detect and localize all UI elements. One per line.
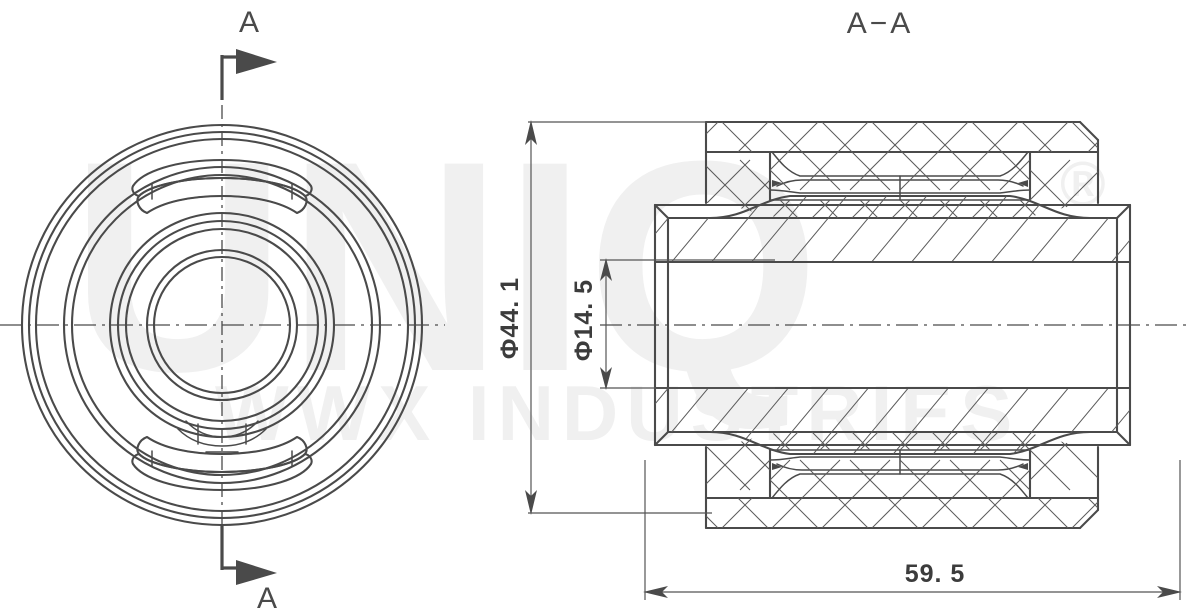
slot-bottom <box>131 420 313 492</box>
section-marker-top: A <box>220 6 277 100</box>
dim-arrow-len-left-icon <box>643 586 668 598</box>
membrane-right-tip-icon <box>1018 180 1028 187</box>
membrane-left-tip-icon <box>772 180 782 187</box>
rubber-lower-profile <box>708 430 1119 456</box>
sleeve-chamfer-br <box>1115 430 1132 447</box>
dimension-outer-diameter: Φ44. 1 <box>496 120 712 515</box>
circle-bore-2 <box>152 255 292 395</box>
membrane-left-tip-lower-icon <box>772 463 782 470</box>
circle-inner-2 <box>116 219 328 431</box>
circle-outer-2 <box>27 130 417 520</box>
dimension-label-overall-length: 59. 5 <box>905 560 966 588</box>
slot-top <box>131 158 313 215</box>
dim-arrow-len-right-icon <box>1157 586 1182 598</box>
watermark-brand: UNIQ <box>70 98 820 434</box>
dim-arrow-id-top-icon <box>600 258 612 281</box>
dim-arrow-od-top-icon <box>525 120 537 145</box>
section-arrow-bottom-icon <box>236 560 277 585</box>
sleeve-chamfer-tr <box>1115 203 1132 220</box>
rubber-upper-profile <box>708 194 1119 220</box>
collar-chamfer-right <box>1078 120 1100 142</box>
front-view <box>0 105 445 548</box>
dim-arrow-od-bottom-icon <box>525 490 537 515</box>
membrane-lower-outer <box>771 473 1029 499</box>
collar-chamfer-right-lower <box>1078 508 1100 530</box>
membrane-right-tip-lower-icon <box>1018 463 1028 470</box>
section-marker-bottom: A <box>220 524 279 613</box>
dimension-inner-diameter: Φ14. 5 <box>570 258 775 390</box>
circle-outer-3 <box>34 137 410 513</box>
watermark-tagline: WWX INDUSTRIES <box>215 369 1020 457</box>
section-title: A−A <box>847 7 914 40</box>
dimension-label-inner-diameter: Φ14. 5 <box>570 279 598 361</box>
watermark-group: UNIQ WWX INDUSTRIES ® <box>70 98 1106 457</box>
sleeve-chamfer-tl <box>653 203 670 220</box>
circle-mid-2 <box>70 173 374 477</box>
section-arrow-top-icon <box>236 49 277 74</box>
circle-mid-1 <box>62 165 382 485</box>
section-label-top: A <box>239 6 261 39</box>
sleeve-chamfer-bl <box>653 430 670 447</box>
dim-arrow-id-bottom-icon <box>600 367 612 390</box>
dimension-label-outer-diameter: Φ44. 1 <box>496 277 524 359</box>
section-label-bottom: A <box>257 582 279 613</box>
hatch-collar-lower <box>706 459 1098 528</box>
circle-bore-1 <box>145 248 299 402</box>
circle-inner-3 <box>124 227 320 423</box>
dimension-overall-length: 59. 5 <box>643 460 1182 600</box>
